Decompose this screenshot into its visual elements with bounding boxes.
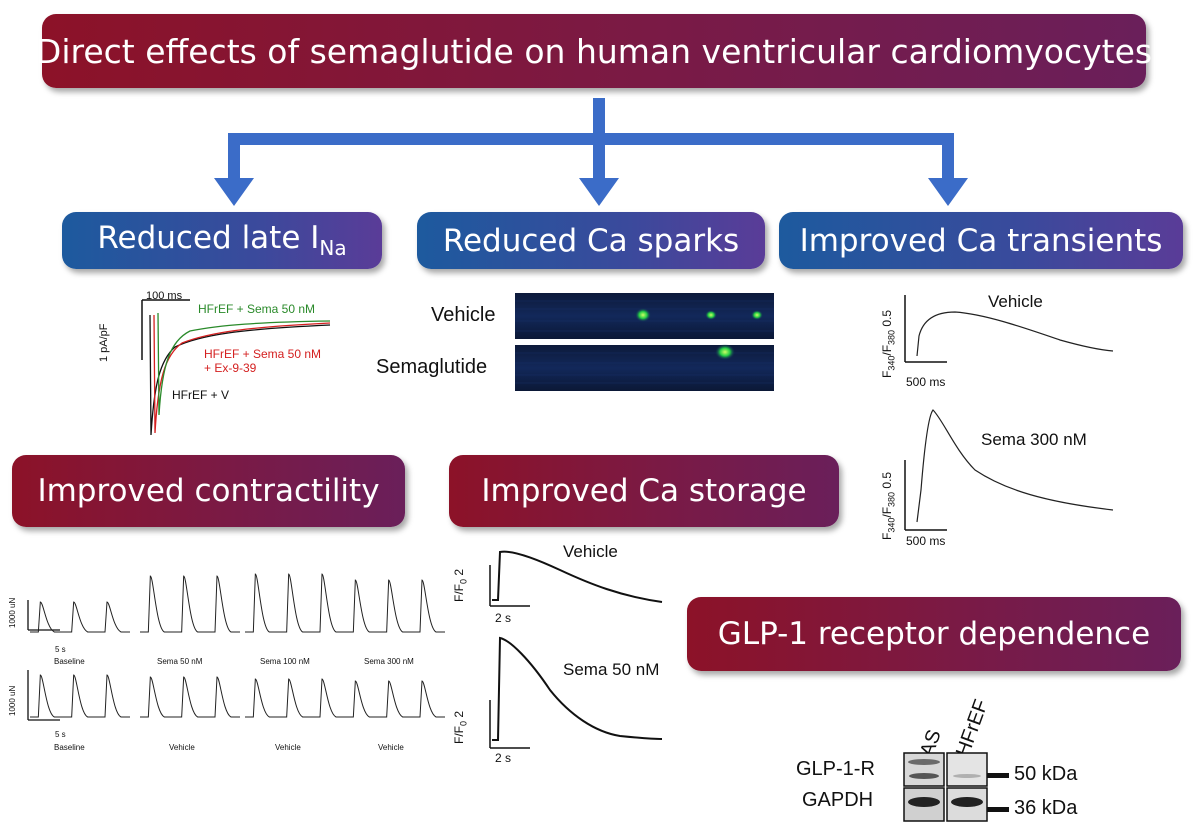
ca-storage-label: Improved Ca storage xyxy=(481,473,807,509)
branch-arrows xyxy=(214,98,968,206)
improved-contractility-box: Improved contractility xyxy=(12,455,405,527)
contractility-traces xyxy=(27,573,445,721)
band-glp1r-hfref xyxy=(953,774,981,778)
row2-label-3: Vehicle xyxy=(275,743,301,752)
page-title: Direct effects of semaglutide on human v… xyxy=(35,31,1153,71)
spark-2 xyxy=(705,310,717,320)
row2-label-4: Vehicle xyxy=(378,743,404,752)
trace-row2-vehicle-3 xyxy=(345,680,445,718)
ca-transients-traces xyxy=(904,295,1114,531)
glp1-dependence-box: GLP-1 receptor dependence xyxy=(687,597,1181,671)
green-trace xyxy=(157,312,331,416)
spark-4 xyxy=(715,344,735,360)
row2-label-1: Baseline xyxy=(54,743,85,752)
sparks-semaglutide-label: Semaglutide xyxy=(376,356,488,378)
transient-bottom-label: Sema 300 nM xyxy=(981,430,1087,449)
blot-frame-as-top xyxy=(903,752,945,787)
late-ina-label: Reduced late I xyxy=(97,220,320,257)
trace-row2-baseline xyxy=(30,674,130,718)
storage-vehicle-trace xyxy=(492,550,663,603)
late-ina-time-scale: 100 ms xyxy=(146,290,183,302)
storage-top-label: Vehicle xyxy=(563,542,618,561)
row1-label-4: Sema 300 nM xyxy=(364,657,414,666)
contract-force-scale-2: 1000 uN xyxy=(8,685,17,716)
vehicle-transient xyxy=(916,311,1114,357)
green-trace-label: HFrEF + Sema 50 nM xyxy=(198,302,316,316)
sparks-images xyxy=(515,293,774,391)
black-trace xyxy=(149,314,331,436)
black-trace-label: HFrEF + V xyxy=(172,388,230,402)
ca-transients-label: Improved Ca transients xyxy=(799,222,1163,259)
late-ina-traces xyxy=(141,299,331,436)
blot-frame-hfref-top xyxy=(946,752,988,787)
late-ina-subscript: Na xyxy=(319,236,347,261)
title-banner: Direct effects of semaglutide on human v… xyxy=(36,14,1152,88)
storage-sema-trace xyxy=(492,636,663,741)
red-trace-label-1: HFrEF + Sema 50 nM xyxy=(204,347,322,361)
transient-bottom-time: 500 ms xyxy=(906,534,946,548)
row1-label-3: Sema 100 nM xyxy=(260,657,310,666)
blot-marker-ticks xyxy=(987,773,1009,812)
sparks-vehicle-label: Vehicle xyxy=(431,304,496,326)
blot-row-glp1r: GLP-1-R xyxy=(796,758,875,780)
transient-top-label: Vehicle xyxy=(988,292,1043,311)
glp1-label: GLP-1 receptor dependence xyxy=(717,616,1151,652)
storage-bottom-ylabel: F/F0 2 xyxy=(452,710,469,744)
row1-label-2: Sema 50 nM xyxy=(157,657,203,666)
storage-bottom-time: 2 s xyxy=(495,751,512,765)
contract-time-scale-2: 5 s xyxy=(55,730,66,739)
storage-bottom-label: Sema 50 nM xyxy=(563,660,660,679)
marker-36-label: 36 kDa xyxy=(1014,797,1078,819)
western-blot xyxy=(903,752,988,822)
trace-row2-vehicle-1 xyxy=(140,676,240,718)
trace-row1-sema100 xyxy=(245,573,345,633)
storage-top-ylabel: F/F0 2 xyxy=(452,568,469,602)
storage-top-time: 2 s xyxy=(495,611,512,625)
row2-label-2: Vehicle xyxy=(169,743,195,752)
semaglutide-linescan xyxy=(515,345,774,391)
improved-ca-storage-box: Improved Ca storage xyxy=(449,455,839,527)
contract-force-scale-1: 1000 uN xyxy=(8,597,17,628)
marker-50-label: 50 kDa xyxy=(1014,763,1078,785)
transient-bottom-ylabel: F340/F380 0.5 xyxy=(880,471,897,540)
trace-row1-baseline xyxy=(30,601,130,633)
transient-top-time: 500 ms xyxy=(906,375,946,389)
band-gapdh-hfref xyxy=(951,797,983,807)
sema-transient xyxy=(916,409,1114,523)
trace-row2-vehicle-2 xyxy=(245,678,345,718)
marker-36-tick xyxy=(987,807,1009,812)
contract-time-scale-1: 5 s xyxy=(55,645,66,654)
band-glp1r-as-1 xyxy=(908,759,940,765)
trace-row1-sema300 xyxy=(345,579,445,633)
red-trace-label-2: + Ex-9-39 xyxy=(204,361,257,375)
improved-ca-transients-box: Improved Ca transients xyxy=(779,212,1183,269)
band-glp1r-as-2 xyxy=(909,773,939,779)
blot-row-gapdh: GAPDH xyxy=(802,789,874,811)
transient-top-ylabel: F340/F380 0.5 xyxy=(880,309,897,378)
band-gapdh-as xyxy=(908,797,940,807)
spark-1 xyxy=(635,308,651,322)
blot-lane-hfref: HFrEF xyxy=(952,696,993,760)
spark-3 xyxy=(751,310,763,320)
row1-label-1: Baseline xyxy=(54,657,85,666)
marker-50-tick xyxy=(987,773,1009,778)
late-ina-current-scale: 1 pA/pF xyxy=(98,323,110,362)
trace-row1-sema50 xyxy=(140,575,240,633)
reduced-late-ina-box: Reduced late INa xyxy=(62,212,382,269)
reduced-ca-sparks-box: Reduced Ca sparks xyxy=(417,212,765,269)
ca-sparks-label: Reduced Ca sparks xyxy=(442,222,740,259)
contractility-label: Improved contractility xyxy=(37,473,380,509)
ca-storage-traces xyxy=(489,550,663,749)
